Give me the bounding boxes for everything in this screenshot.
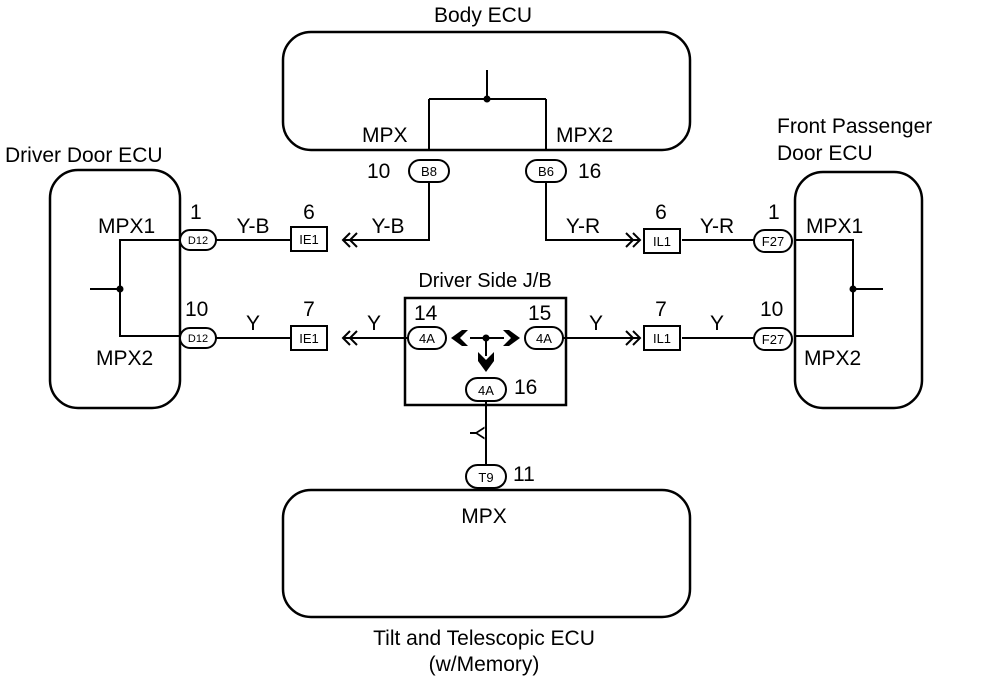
connector-b8-pin: 10: [367, 160, 390, 183]
driver-door-ecu-pin-mpx2: MPX2: [96, 347, 153, 370]
wire-color-yr-left: Y-R: [566, 215, 600, 238]
wire-color-yb-left: Y-B: [236, 215, 269, 238]
wire-yr-b6-to-il1: [545, 180, 640, 241]
tilt-ecu-title-line2: (w/Memory): [429, 653, 540, 676]
front-passenger-door-ecu: Front Passenger Door ECU MPX1 MPX2: [777, 115, 932, 410]
wires: [216, 180, 754, 465]
connector-t9: T9 11: [465, 463, 535, 489]
connector-jb-right-pin: 15: [528, 302, 551, 325]
connector-d12-bottom-label: D12: [188, 333, 208, 345]
connector-ie1-bottom-pin: 7: [303, 298, 315, 321]
body-ecu-pin-mpx: MPX: [362, 124, 408, 147]
driver-door-ecu-box: [48, 168, 182, 410]
wire-color-y-left-inner: Y: [367, 312, 381, 335]
tilt-ecu-box: [281, 488, 692, 619]
connector-t9-pin: 11: [513, 463, 535, 486]
chevron-il1-top-icon: [625, 232, 642, 248]
connector-d12-bottom-pin: 10: [185, 298, 208, 321]
wire-color-y-right-inner: Y: [589, 312, 603, 335]
chevron-ie1-bottom-icon: [341, 330, 358, 346]
wire-color-y-left-outer: Y: [246, 312, 260, 335]
wire-color-y-right-outer: Y: [710, 312, 724, 335]
connector-ie1-bottom-label: IE1: [299, 331, 319, 346]
connector-d12-top: 1 D12: [179, 201, 217, 251]
connector-f27-bottom: 10 F27: [753, 298, 793, 351]
chevron-ie1-top-icon: [341, 232, 358, 248]
connector-ie1-top: 6 IE1: [290, 201, 328, 252]
driver-door-ecu-title: Driver Door ECU: [5, 144, 163, 167]
connector-ie1-top-pin: 6: [303, 201, 315, 224]
connector-il1-top-label: IL1: [653, 234, 671, 249]
driver-door-ecu-internal-bus: [90, 239, 180, 337]
driver-side-jb: Driver Side J/B: [403, 270, 568, 407]
connector-d12-top-label: D12: [188, 235, 208, 247]
connector-jb-left: 14 4A: [407, 302, 447, 350]
connector-b8-label: B8: [421, 164, 437, 179]
wire-color-y-vertical: Y: [465, 426, 488, 440]
connector-il1-bottom-label: IL1: [653, 331, 671, 346]
body-ecu: Body ECU MPX MPX2: [281, 4, 692, 152]
connector-il1-bottom: 7 IL1: [643, 298, 681, 351]
connector-b6-pin: 16: [578, 160, 601, 183]
connector-b6: B6 16: [525, 159, 601, 183]
front-passenger-ecu-title-line1: Front Passenger: [777, 115, 932, 138]
connector-jb-bottom: 4A 16: [465, 376, 537, 402]
front-passenger-ecu-title-line2: Door ECU: [777, 142, 873, 165]
body-ecu-box: [281, 30, 692, 152]
connector-t9-label: T9: [478, 470, 493, 485]
jb-junction-dot: [482, 334, 490, 342]
connectors: 10 B8 B6 16 1 D12 10 D12 6 IE1: [179, 159, 793, 489]
connector-jb-left-pin: 14: [414, 302, 438, 325]
jb-arrow-left-icon: [451, 330, 468, 346]
body-ecu-internal-bus: [428, 70, 547, 150]
connector-b6-label: B6: [538, 164, 554, 179]
connector-f27-top: 1 F27: [753, 201, 793, 253]
connector-d12-bottom: 10 D12: [179, 298, 217, 349]
driver-door-ecu-pin-mpx1: MPX1: [98, 215, 155, 238]
front-passenger-ecu-junction-dot: [849, 285, 857, 293]
connector-il1-bottom-pin: 7: [655, 298, 667, 321]
front-passenger-ecu-pin-mpx2: MPX2: [804, 347, 861, 370]
body-ecu-title: Body ECU: [434, 4, 532, 27]
connector-jb-bottom-label: 4A: [478, 383, 494, 398]
driver-door-ecu: Driver Door ECU MPX1 MPX2: [5, 144, 182, 410]
tilt-ecu-pin-mpx: MPX: [461, 505, 507, 528]
connector-f27-bottom-label: F27: [762, 332, 784, 347]
connector-jb-left-label: 4A: [419, 331, 435, 346]
tilt-ecu-title-line1: Tilt and Telescopic ECU: [373, 627, 595, 650]
connector-jb-bottom-pin: 16: [514, 376, 537, 399]
front-passenger-ecu-internal-bus: [795, 239, 883, 337]
connector-f27-top-label: F27: [762, 234, 784, 249]
connector-jb-right-label: 4A: [536, 331, 552, 346]
connector-ie1-bottom: 7 IE1: [290, 298, 328, 351]
connector-ie1-top-label: IE1: [299, 232, 319, 247]
connector-d12-top-pin: 1: [190, 201, 202, 224]
connector-b8: 10 B8: [367, 159, 450, 183]
tilt-telescopic-ecu: MPX Tilt and Telescopic ECU (w/Memory): [281, 488, 692, 676]
connector-f27-bottom-pin: 10: [760, 298, 783, 321]
connector-jb-right: 15 4A: [524, 302, 564, 350]
driver-door-ecu-junction-dot: [116, 285, 124, 293]
connector-il1-top: 6 IL1: [643, 201, 681, 254]
body-ecu-pin-mpx2: MPX2: [556, 124, 613, 147]
wire-color-yb-right: Y-B: [371, 215, 404, 238]
front-passenger-ecu-box: [793, 170, 924, 410]
driver-side-jb-title: Driver Side J/B: [418, 270, 551, 292]
jb-arrow-right-icon: [503, 330, 520, 346]
wire-yb-b8-to-ie1: [343, 180, 430, 241]
front-passenger-ecu-pin-mpx1: MPX1: [806, 215, 863, 238]
body-ecu-junction-dot: [483, 95, 491, 103]
wire-color-labels: Y-B Y-B Y-R Y-R Y Y Y Y Y: [236, 215, 734, 440]
connector-f27-top-pin: 1: [768, 201, 780, 224]
chevron-il1-bottom-icon: [625, 330, 642, 346]
wire-color-yr-right: Y-R: [700, 215, 734, 238]
jb-arrow-down-icon: [478, 352, 494, 372]
connector-il1-top-pin: 6: [655, 201, 667, 224]
